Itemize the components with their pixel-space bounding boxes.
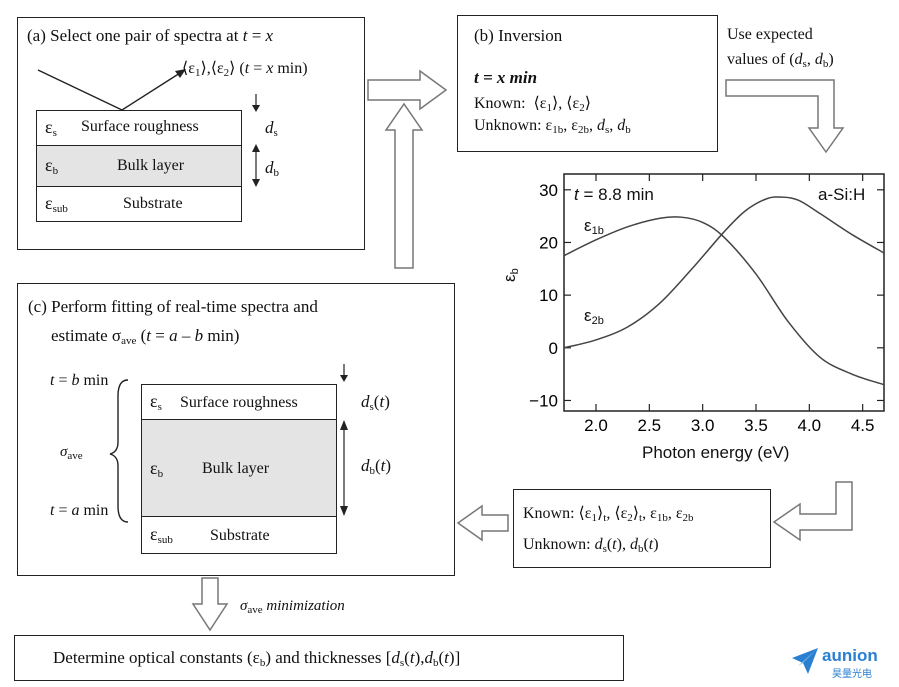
known-line: Known: ⟨ε1⟩t, ⟨ε2⟩t, ε1b, ε2b (523, 505, 694, 524)
y-tick-label: 30 (539, 181, 558, 200)
y-tick-label: −10 (529, 391, 558, 410)
ds-t-label: ds(t) (361, 392, 390, 413)
db-t-label: db(t) (361, 456, 392, 477)
x-tick-label: 2.5 (638, 416, 662, 435)
panel-a-title: (a) Select one pair of spectra at t = x (27, 26, 274, 45)
ds-label: ds (265, 118, 278, 139)
final-box: Determine optical constants (εb) and thi… (14, 635, 624, 681)
panel-c: (c) Perform fitting of real-time spectra… (17, 283, 455, 576)
layer-bulk: εb Bulk layer (36, 145, 242, 187)
chart-ylabel: εb (500, 268, 521, 282)
paper-plane-icon (792, 648, 818, 674)
beam-arrows (37, 69, 260, 187)
logo-name: aunion (822, 646, 878, 665)
brace-and-arrows (109, 364, 348, 523)
c-layer-bulk: εb Bulk layer (141, 419, 337, 517)
chart-xlabel: Photon energy (eV) (642, 443, 790, 462)
c-substrate-label: Substrate (210, 527, 270, 544)
y-tick-label: 0 (549, 339, 558, 358)
x-tick-label: 3.5 (744, 416, 768, 435)
layer-substrate: εsub Substrate (36, 186, 242, 222)
panel-c-title-2: estimate σave (t = a – b min) (51, 326, 240, 347)
series-label-e1b: ε1b (584, 216, 604, 237)
x-tick-label: 3.0 (691, 416, 715, 435)
chart-time-annotation: t = 8.8 min (574, 185, 654, 204)
db-label: db (265, 158, 279, 179)
bulk-layer-label: Bulk layer (117, 157, 185, 174)
inversion-time: t = x min (474, 68, 538, 87)
x-tick-label: 2.0 (584, 416, 608, 435)
series-line-e2b (563, 196, 885, 349)
panel-b-title: (b) Inversion (474, 26, 563, 45)
minimization-label: σave minimization (240, 598, 345, 616)
series-line-e1b (563, 216, 885, 386)
inversion-known: Known: ⟨ε1⟩, ⟨ε2⟩ (474, 95, 591, 114)
panel-c-title-1: (c) Perform fitting of real-time spectra… (28, 297, 318, 316)
panel-a: (a) Select one pair of spectra at t = x … (17, 17, 365, 250)
substrate-label: Substrate (123, 195, 183, 212)
c-surface-label: Surface roughness (180, 394, 298, 411)
chart-plot-frame (563, 173, 885, 412)
chart-material-annotation: a-Si:H (818, 185, 866, 204)
surface-roughness-label: Surface roughness (81, 118, 199, 135)
t-b-label: t = b min (50, 372, 109, 389)
x-tick-label: 4.0 (798, 416, 822, 435)
c-layer-substrate: εsub Substrate (141, 516, 337, 554)
c-layer-surface: εs Surface roughness (141, 384, 337, 420)
use-expected-label: Use expected values of (ds, db) (727, 26, 834, 70)
sigma-label: σave (60, 444, 83, 462)
t-a-label: t = a min (50, 502, 109, 519)
panel-b: (b) Inversion t = x min Known: ⟨ε1⟩, ⟨ε2… (457, 15, 718, 152)
x-tick-label: 4.5 (851, 416, 875, 435)
y-tick-label: 10 (539, 286, 558, 305)
y-tick-label: 20 (539, 233, 558, 252)
logo-sub: 昊量光电 (832, 669, 872, 680)
spectra-label: ⟨ε1⟩,⟨ε2⟩ (t = x min) (182, 60, 308, 79)
final-text: Determine optical constants (εb) and thi… (53, 648, 461, 669)
unknown-line: Unknown: ds(t), db(t) (523, 536, 659, 555)
known-unknown-box: Known: ⟨ε1⟩t, ⟨ε2⟩t, ε1b, ε2b Unknown: d… (513, 489, 771, 568)
aunion-logo: aunion 昊量光电 (790, 644, 890, 680)
series-label-e2b: ε2b (584, 306, 604, 327)
inversion-unknown: Unknown: ε1b, ε2b, ds, db (474, 117, 631, 136)
c-bulk-label: Bulk layer (202, 460, 270, 477)
